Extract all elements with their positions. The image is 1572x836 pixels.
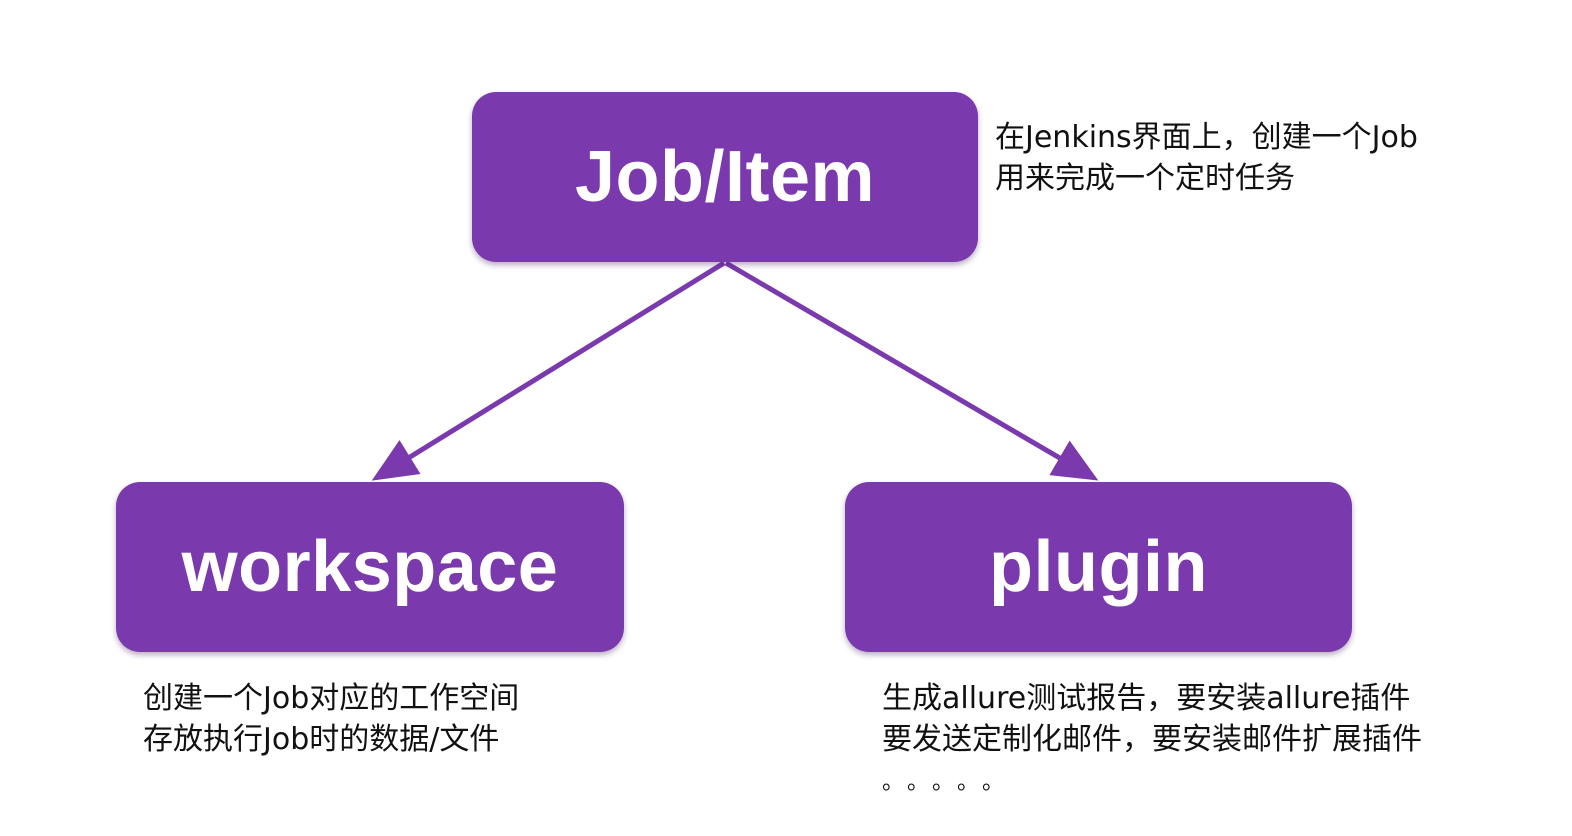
node-plugin-label: plugin bbox=[989, 527, 1208, 607]
note-job-item: 在Jenkins界面上，创建一个Job 用来完成一个定时任务 bbox=[995, 117, 1418, 199]
arrow-job-to-workspace bbox=[371, 260, 726, 481]
note-job-item-line-1: 在Jenkins界面上，创建一个Job bbox=[995, 120, 1418, 155]
note-plugin-ellipsis: 。。。。。 bbox=[882, 770, 1019, 795]
note-plugin-line-2: 要发送定制化邮件，要安装邮件扩展插件 bbox=[882, 722, 1422, 757]
node-job-item: Job/Item bbox=[472, 92, 978, 262]
note-plugin: 生成allure测试报告，要安装allure插件 要发送定制化邮件，要安装邮件扩… bbox=[882, 678, 1422, 796]
arrow-job-to-plugin bbox=[724, 260, 1099, 481]
node-plugin: plugin bbox=[845, 482, 1352, 652]
note-workspace-line-2: 存放执行Job时的数据/文件 bbox=[143, 722, 500, 757]
note-workspace-line-1: 创建一个Job对应的工作空间 bbox=[143, 681, 520, 716]
node-workspace: workspace bbox=[116, 482, 624, 652]
note-workspace: 创建一个Job对应的工作空间 存放执行Job时的数据/文件 bbox=[143, 678, 519, 760]
node-workspace-label: workspace bbox=[181, 527, 559, 607]
node-job-item-label: Job/Item bbox=[574, 137, 876, 217]
note-plugin-line-1: 生成allure测试报告，要安装allure插件 bbox=[882, 681, 1411, 716]
note-job-item-line-2: 用来完成一个定时任务 bbox=[995, 161, 1295, 196]
